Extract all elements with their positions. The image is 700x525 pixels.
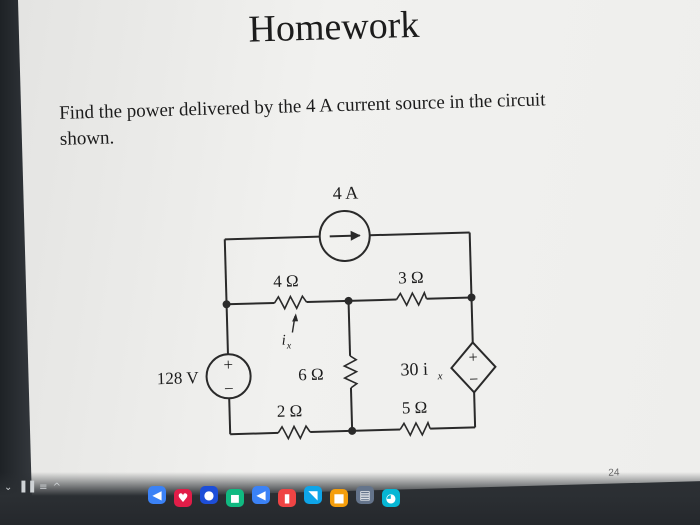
circuit-diagram: 4 A 4 Ω i x 3 Ω — [157, 183, 497, 441]
resistor-6-ohm: 6 Ω — [298, 300, 359, 431]
dependent-source-minus: − — [469, 371, 479, 388]
ix-label: i — [281, 333, 286, 349]
current-source-4a: 4 A — [318, 183, 371, 262]
dependent-source-subscript: x — [437, 370, 443, 382]
current-source-label: 4 A — [332, 183, 358, 204]
cup-app-icon[interactable]: ▮ — [278, 489, 296, 507]
system-tray[interactable]: ⌄ ▐▐ ≡ ^ — [4, 482, 63, 493]
location-app-icon[interactable]: ● — [200, 486, 218, 504]
ix-current-arrow: i x — [281, 313, 299, 352]
resistor-4-ohm: 4 Ω — [273, 271, 308, 311]
slide: Homework Find the power delivered by the… — [18, 0, 700, 500]
resistor-5-ohm: 5 Ω — [399, 398, 431, 438]
doc-app-icon[interactable]: ▤ — [356, 486, 374, 504]
voltage-source-128v: + − 128 V — [157, 304, 252, 435]
cloud-app-icon[interactable]: ◕ — [382, 489, 400, 507]
resistor-3-ohm: 3 Ω — [395, 268, 428, 308]
dependent-source-label: 30 i — [400, 359, 428, 380]
resistor-2-label: 2 Ω — [277, 401, 303, 421]
slide-title: Homework — [247, 3, 420, 51]
resistor-2-ohm: 2 Ω — [277, 401, 311, 441]
dependent-voltage-source: + − 30 i x — [400, 297, 497, 428]
voltage-source-plus: + — [223, 355, 233, 374]
arrow-app-icon[interactable]: ◀ — [148, 486, 166, 504]
problem-statement: Find the power delivered by the 4 A curr… — [59, 84, 660, 153]
voltage-source-label: 128 V — [157, 368, 200, 388]
resistor-4-label: 4 Ω — [273, 271, 299, 291]
dependent-source-plus: + — [468, 349, 478, 366]
resistor-6-label: 6 Ω — [298, 365, 324, 385]
folder-app-icon[interactable]: ■ — [330, 489, 348, 507]
send-app-icon[interactable]: ◀ — [252, 486, 270, 504]
chat-app-icon[interactable]: ◼ — [226, 489, 244, 507]
bottom-wires — [230, 426, 476, 436]
shield-app-icon[interactable]: ♥ — [174, 489, 192, 507]
triangle-app-icon[interactable]: ◥ — [304, 486, 322, 504]
resistor-3-label: 3 Ω — [398, 268, 424, 288]
voltage-source-minus: − — [224, 379, 234, 398]
resistor-5-label: 5 Ω — [402, 398, 428, 418]
ix-subscript: x — [286, 340, 292, 351]
taskbar — [0, 472, 700, 525]
top-branch-wires — [223, 231, 473, 305]
